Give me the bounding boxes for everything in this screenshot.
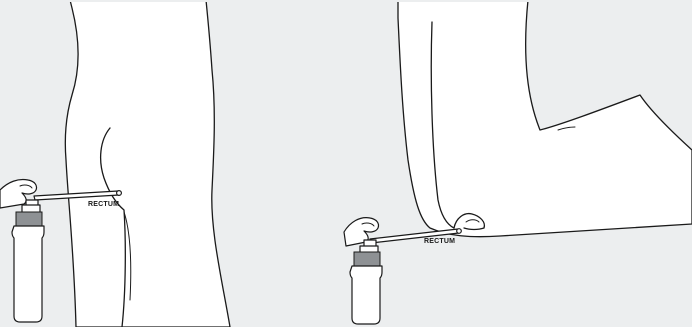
right-spray-bottle	[350, 240, 382, 324]
standing-body-outline	[65, 0, 230, 327]
left-spray-bottle	[12, 200, 44, 322]
left-illustration	[0, 0, 230, 327]
rectum-label-left: RECTUM	[88, 201, 119, 208]
kneeling-body-outline	[398, 0, 692, 237]
rectum-label-right: RECTUM	[424, 238, 455, 245]
right-illustration	[344, 0, 692, 324]
